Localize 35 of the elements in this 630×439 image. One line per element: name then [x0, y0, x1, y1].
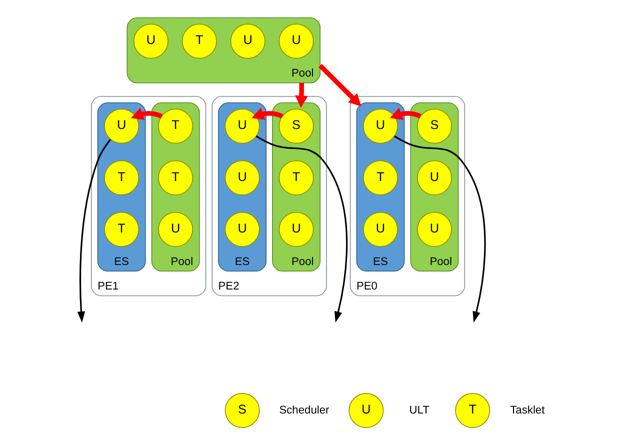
node-circle: U [416, 212, 452, 247]
node-circle: T [181, 24, 216, 59]
node-label: Scheduler [278, 404, 329, 416]
arrow [294, 82, 308, 108]
node-circle: U [132, 24, 168, 59]
node-circle: U [158, 212, 193, 247]
node-label: ULT [408, 404, 429, 416]
node-circle: U [362, 212, 398, 247]
node-circle: U [416, 160, 452, 196]
node-circle: T [104, 212, 139, 247]
node-circle: U [230, 24, 265, 59]
node-circle: U [224, 160, 260, 196]
node-circle: T [362, 160, 398, 196]
node-circle: T [454, 393, 490, 428]
node-circle: U [278, 212, 314, 247]
arrow [389, 108, 421, 120]
arrow [318, 64, 361, 106]
arrow [130, 108, 162, 120]
node-circle: T [104, 160, 139, 196]
node-circle: U [104, 108, 139, 144]
node-circle: S [278, 108, 314, 144]
arrow [76, 139, 110, 323]
node-circle: S [416, 108, 452, 144]
node-label: Tasklet [510, 404, 544, 416]
node-circle: U [348, 393, 384, 428]
node-circle: S [224, 393, 260, 428]
arrow [394, 136, 486, 323]
node-circle: U [362, 108, 398, 144]
arrow [251, 108, 283, 120]
node-circle: U [224, 108, 260, 144]
node-circle: U [278, 24, 314, 59]
node-circle: T [158, 160, 193, 196]
node-circle: U [224, 212, 260, 247]
node-circle: T [158, 108, 193, 144]
node-circle: T [278, 160, 314, 196]
